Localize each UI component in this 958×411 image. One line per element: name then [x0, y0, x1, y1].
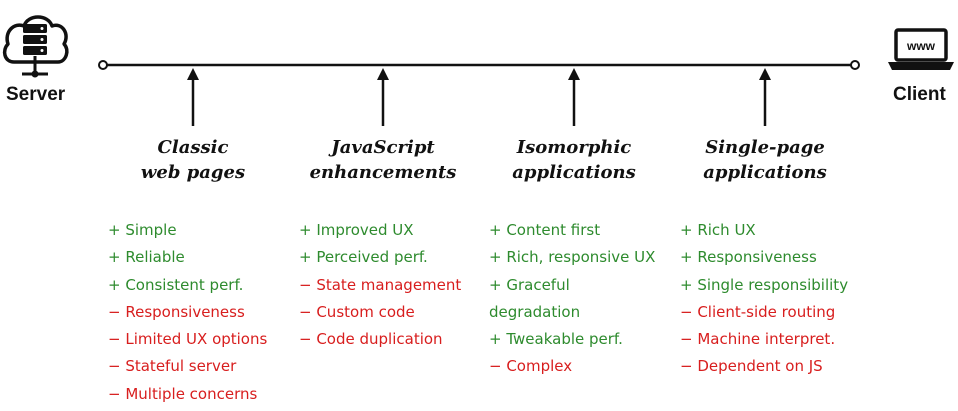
list-item: + Rich, responsive UX — [489, 248, 656, 267]
list-item: − Machine interpret. — [680, 330, 836, 349]
list-item: + Content first — [489, 221, 601, 239]
arrow-javascript — [377, 68, 389, 126]
laptop-icon: www — [888, 28, 954, 70]
list-item: degradation — [489, 302, 581, 321]
column-title-javascript: JavaScript enhancements — [309, 137, 457, 183]
arrow-single-page — [759, 68, 771, 126]
list-single-page: + Rich UX + Responsiveness + Single resp… — [680, 217, 848, 381]
list-item: + Improved UX — [299, 221, 414, 239]
list-item: − Multiple concerns — [108, 384, 258, 403]
list-item: + Rich UX — [680, 221, 756, 239]
list-javascript: + Improved UX + Perceived perf. − State … — [299, 217, 461, 353]
list-item: + Simple — [108, 221, 177, 239]
list-item: + Tweakable perf. — [489, 330, 623, 349]
list-item: + Responsiveness — [680, 248, 817, 267]
list-item: + Consistent perf. — [108, 275, 244, 294]
spectrum-end-node — [850, 60, 860, 70]
list-item: − Complex — [489, 357, 573, 376]
list-item: − Dependent on JS — [680, 357, 823, 376]
list-item: + Graceful — [489, 275, 570, 294]
list-item: − Stateful server — [108, 357, 237, 376]
column-title-single-page: Single-page applications — [703, 137, 827, 183]
server-cloud-icon — [2, 15, 69, 78]
laptop-screen-text: www — [906, 39, 936, 53]
spectrum-start-node — [98, 60, 108, 70]
column-title-isomorphic: Isomorphic applications — [512, 137, 636, 183]
arrow-classic — [187, 68, 199, 126]
list-item: − Code duplication — [299, 330, 443, 349]
list-item: + Single responsibility — [680, 275, 849, 294]
list-classic: + Simple + Reliable + Consistent perf. −… — [108, 217, 267, 408]
list-item: − Responsiveness — [108, 302, 245, 321]
list-item: − Client-side routing — [680, 302, 836, 321]
list-item: − Custom code — [299, 302, 415, 321]
list-isomorphic: + Content first + Rich, responsive UX + … — [489, 217, 655, 381]
column-title-classic: Classic web pages — [140, 137, 246, 183]
list-item: − State management — [299, 275, 462, 294]
list-item: + Perceived perf. — [299, 248, 428, 267]
client-label: Client — [893, 84, 946, 105]
list-item: − Limited UX options — [108, 330, 268, 349]
arrow-isomorphic — [568, 68, 580, 126]
server-label: Server — [6, 84, 66, 105]
list-item: + Reliable — [108, 248, 185, 267]
